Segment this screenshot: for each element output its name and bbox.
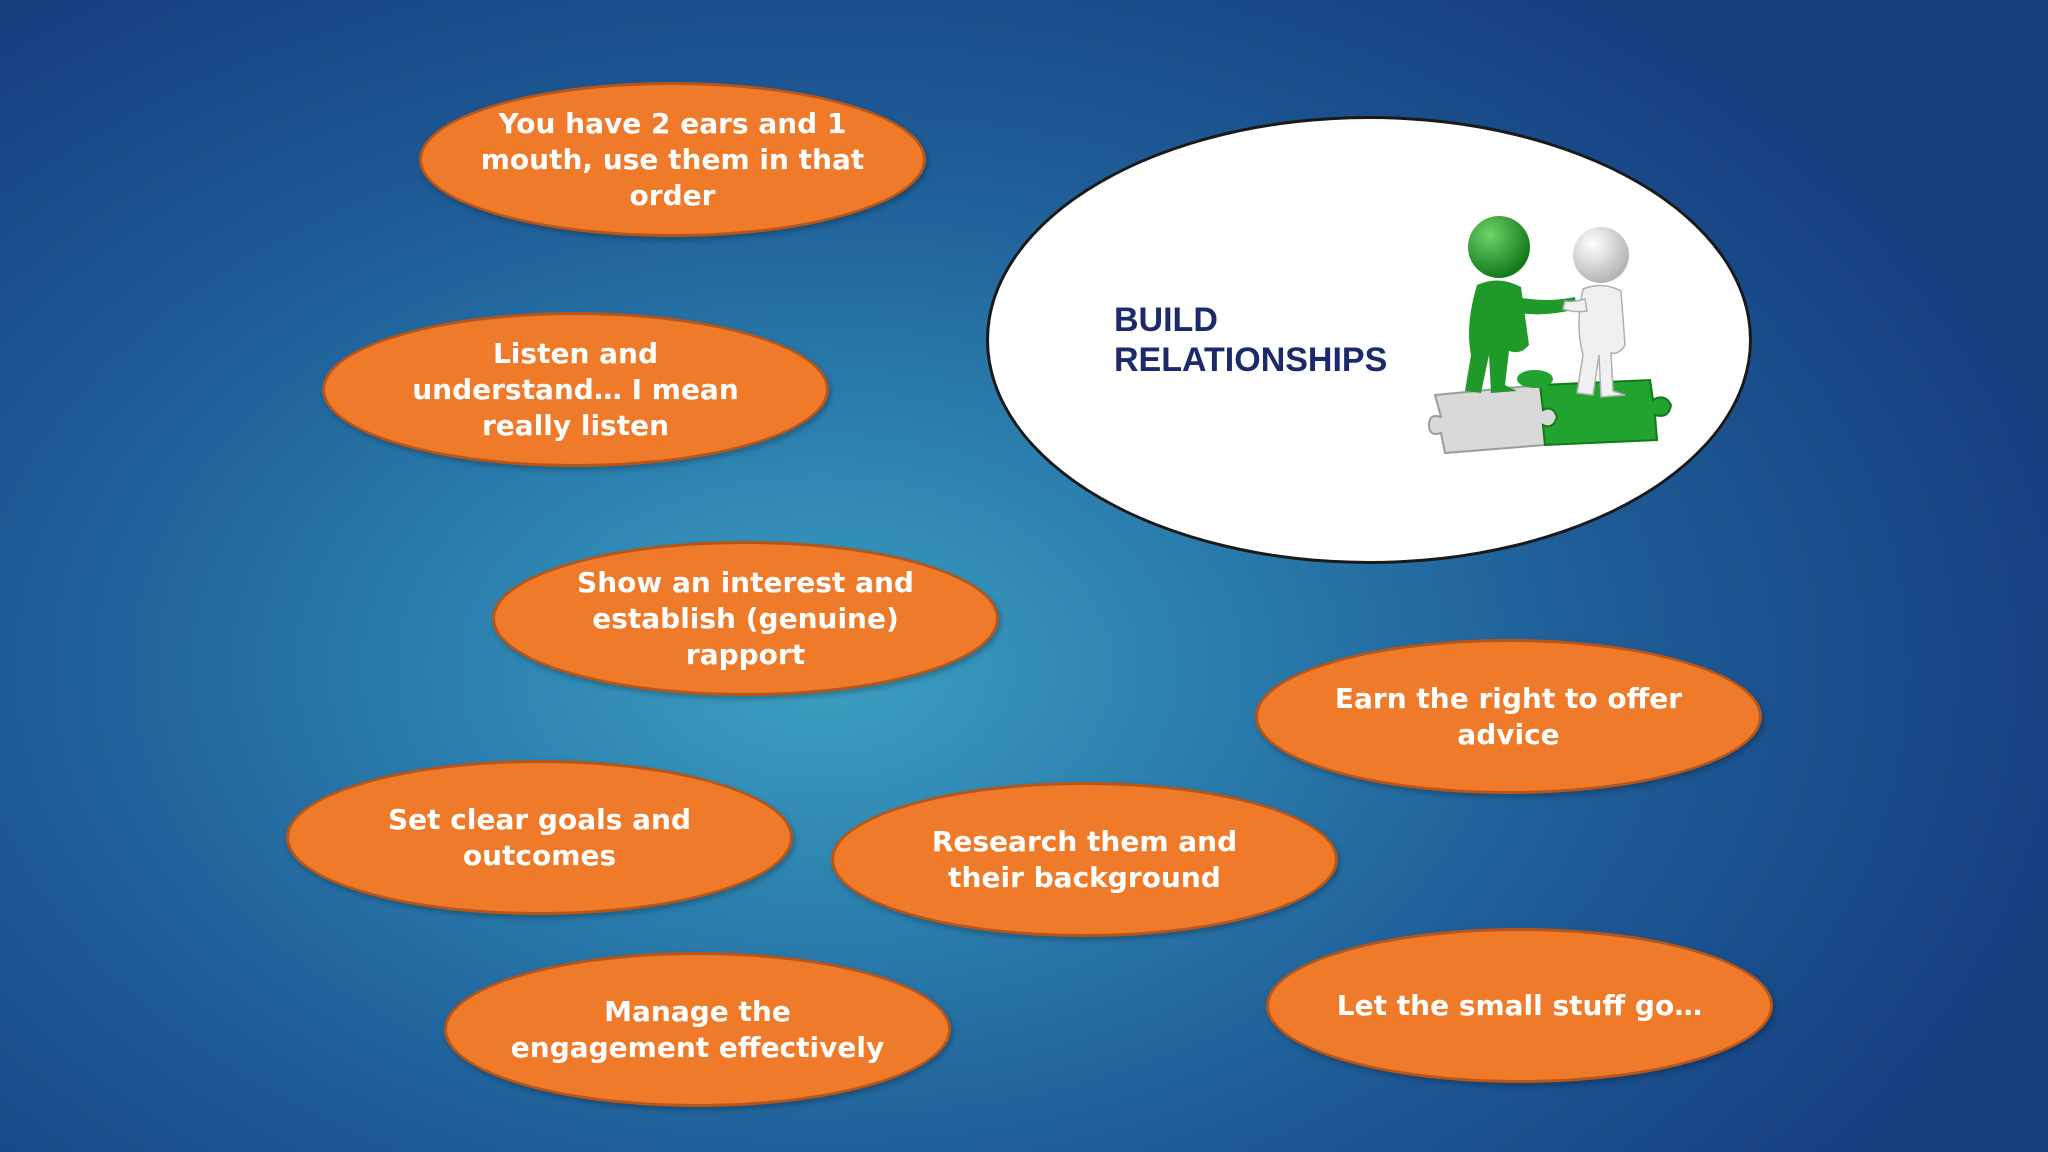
bubble-manage-engagement: Manage the engagement effectively: [444, 952, 951, 1107]
bubble-set-clear-goals: Set clear goals and outcomes: [286, 760, 793, 915]
bubble-text: Let the small stuff go…: [1336, 988, 1703, 1022]
bubble-text: Earn the right to offer advice: [1334, 681, 1683, 751]
bubble-text: Listen and understand… I mean really lis…: [412, 336, 739, 442]
handshake-puzzle-figures-icon: [1427, 216, 1673, 455]
bubble-two-ears-one-mouth: You have 2 ears and 1 mouth, use them in…: [419, 82, 926, 237]
bubble-text: Manage the engagement effectively: [510, 994, 885, 1064]
bubble-text: Research them and their background: [931, 824, 1238, 894]
bubble-text: Set clear goals and outcomes: [388, 802, 691, 872]
bubble-research-background: Research them and their background: [831, 782, 1338, 937]
bubble-let-small-stuff-go: Let the small stuff go…: [1266, 928, 1773, 1083]
bubble-earn-right-advice: Earn the right to offer advice: [1255, 639, 1762, 794]
center-title: BUILD RELATIONSHIPS: [1114, 301, 1388, 379]
bubble-listen-and-understand: Listen and understand… I mean really lis…: [322, 312, 829, 467]
bubble-show-interest: Show an interest and establish (genuine)…: [492, 541, 999, 696]
bubble-text: Show an interest and establish (genuine)…: [577, 565, 914, 671]
bubble-text: You have 2 ears and 1 mouth, use them in…: [480, 106, 865, 212]
